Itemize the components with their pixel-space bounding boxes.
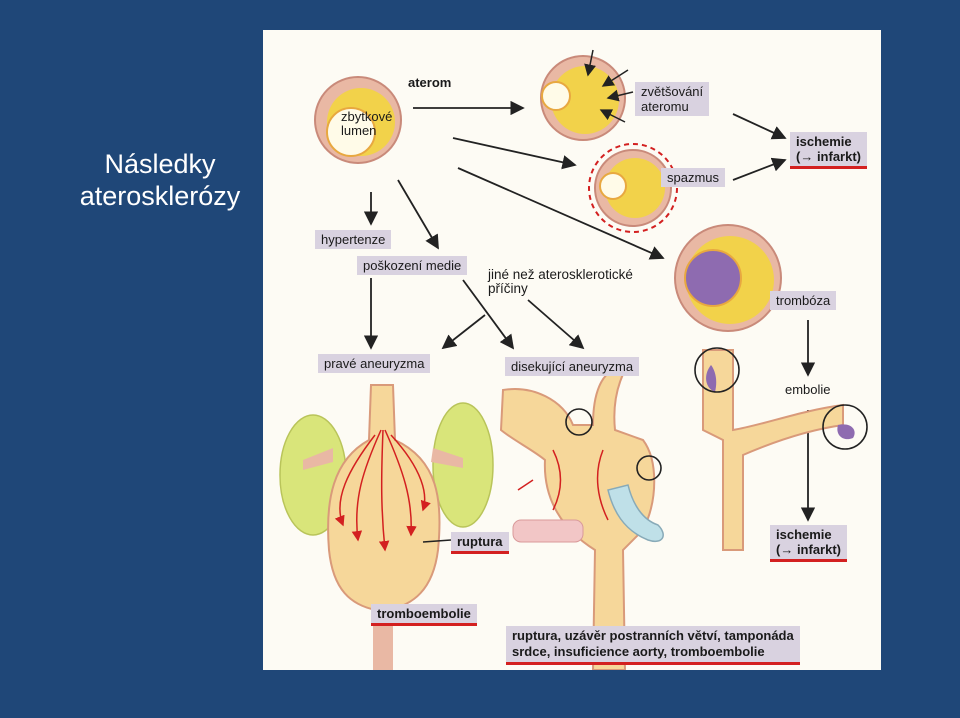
true-aneurysm-illustration xyxy=(279,384,494,670)
label-ischemie-bottom: ischemie (→ infarkt) xyxy=(770,525,847,562)
label-hypertenze: hypertenze xyxy=(315,230,392,249)
dissecting-aneurysm-illustration xyxy=(499,369,664,670)
cross-section-spasm xyxy=(588,143,678,233)
label-jine-1: jiné než aterosklerotické xyxy=(488,267,633,282)
label-zvetsovani-1: zvětšování xyxy=(641,84,704,99)
label-zvetsovani-ateromu: zvětšování ateromu xyxy=(635,82,710,116)
label-prave-aneuryzma: pravé aneuryzma xyxy=(318,354,431,373)
cross-section-thrombosis xyxy=(674,224,782,332)
slide-title-line2: aterosklerózy xyxy=(79,181,241,211)
slide-title-line1: Následky xyxy=(104,149,216,179)
cross-section-atheroma xyxy=(314,76,402,164)
label-poskozeni-medie: poškození medie xyxy=(357,256,468,275)
label-tromboembolie: tromboembolie xyxy=(371,604,477,626)
cross-section-enlarging xyxy=(540,49,634,141)
atherosclerosis-diagram: aterom zbytkové lumen zvětšování ateromu… xyxy=(263,30,881,670)
label-bottom-caption: ruptura, uzávěr postranních větví, tampo… xyxy=(506,626,800,665)
label-tromboza: trombóza xyxy=(770,291,837,310)
label-ischemie-top: ischemie (→ infarkt) xyxy=(790,132,867,169)
flow-arrows xyxy=(363,100,816,522)
label-bottom-caption-1: ruptura, uzávěr postranních větví, tampo… xyxy=(512,628,794,643)
label-jine-2: příčiny xyxy=(488,281,528,296)
label-zbytkove-lumen-1: zbytkové xyxy=(341,109,393,124)
label-aterom: aterom xyxy=(408,75,452,90)
label-zbytkove-lumen-2: lumen xyxy=(341,123,377,138)
label-embolie: embolie xyxy=(785,382,831,397)
label-disekujici-aneuryzma: disekující aneuryzma xyxy=(505,357,640,376)
label-ischemie-top-1: ischemie xyxy=(796,134,852,149)
label-zvetsovani-2: ateromu xyxy=(641,99,689,114)
embolism-illustration xyxy=(694,347,868,551)
slide-title: Následky aterosklerózy xyxy=(60,148,260,212)
label-ischemie-top-2: (→ infarkt) xyxy=(796,149,861,164)
label-ruptura: ruptura xyxy=(451,532,509,554)
label-bottom-caption-2: srdce, insuficience aorty, tromboembolie xyxy=(512,644,765,659)
label-ischemie-bottom-1: ischemie xyxy=(776,527,832,542)
label-spazmus: spazmus xyxy=(661,168,726,187)
diagram-illustration xyxy=(279,49,868,670)
label-ischemie-bottom-2: (→ infarkt) xyxy=(776,542,841,557)
